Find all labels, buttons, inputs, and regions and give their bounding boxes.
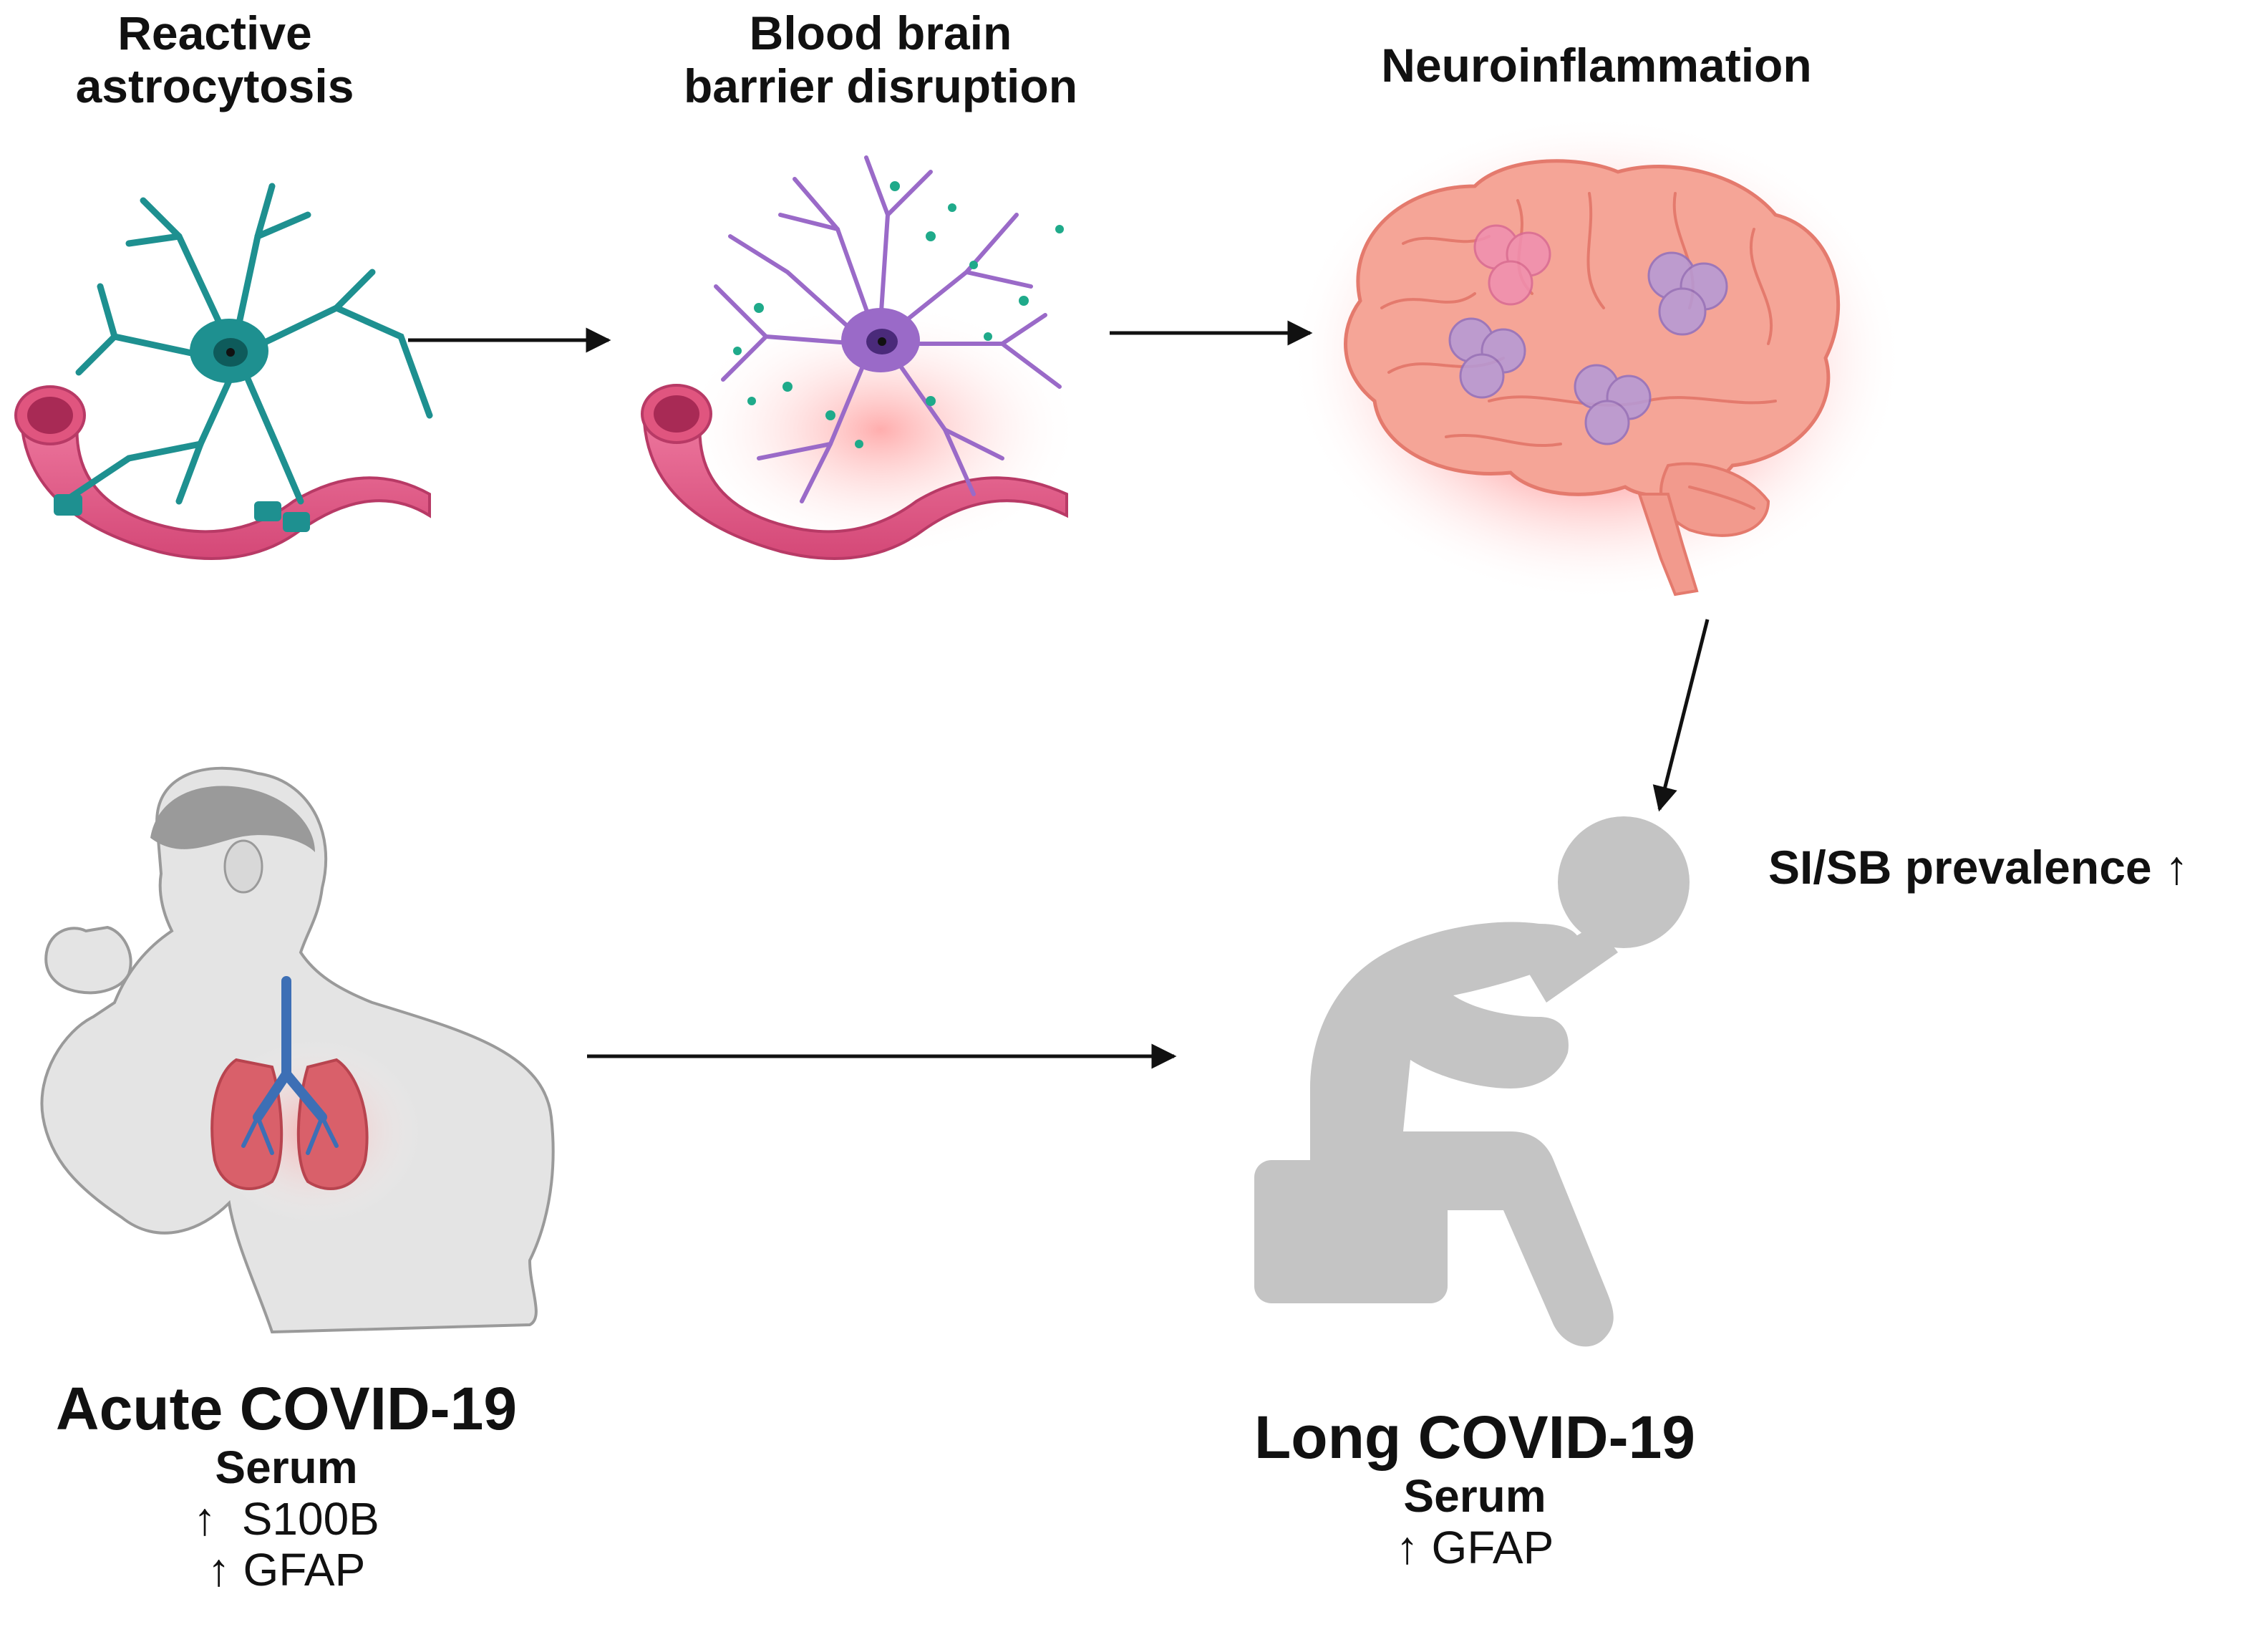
depressed-person-icon — [1254, 816, 1690, 1347]
arrow-neuroinflammation-to-long-covid — [1652, 619, 1710, 812]
long-serum-label: Serum — [1403, 1470, 1546, 1522]
acute-covid-title: Acute COVID-19 — [55, 1375, 518, 1442]
stage-label-astrocytosis: Reactive astrocytosis — [43, 6, 387, 113]
acute-serum-label: Serum — [215, 1442, 358, 1494]
marker-name: S100B — [241, 1492, 379, 1545]
long-covid-title: Long COVID-19 — [1254, 1404, 1695, 1471]
acute-covid-block: Acute COVID-19 Serum ↑ S100B ↑ GFAP — [14, 1375, 558, 1596]
astrocytosis-illustration — [14, 183, 433, 560]
neuroinflammation-illustration — [1289, 115, 1904, 602]
si-sb-prevalence-text: SI/SB prevalence ↑ — [1768, 841, 2189, 894]
marker-name: GFAP — [1431, 1521, 1554, 1573]
stage-label-line: Neuroinflammation — [1381, 39, 1812, 92]
stool — [1254, 1160, 1448, 1303]
stage-label-line: Blood brain — [749, 6, 1012, 59]
arrows — [408, 320, 1710, 1069]
up-arrow-icon: ↑ — [193, 1492, 217, 1545]
up-arrow-icon: ↑ — [207, 1544, 231, 1596]
brain-icon — [1344, 159, 1841, 597]
stage-label-line: astrocytosis — [75, 59, 354, 112]
stage-label-bbb: Blood brain barrier disruption — [630, 6, 1131, 113]
acute-marker-s100b: ↑ S100B — [14, 1492, 558, 1545]
bbb-disruption-illustration — [641, 155, 1081, 560]
astrocyte-icon — [714, 155, 1062, 503]
acute-marker-gfap: ↑ GFAP — [14, 1545, 558, 1596]
immune-cell-icon — [1448, 224, 1728, 445]
stage-label-neuroinflammation: Neuroinflammation — [1332, 39, 1861, 92]
stage-label-line: barrier disruption — [683, 59, 1078, 112]
astrocyte-icon — [61, 183, 433, 505]
si-sb-prevalence-label: SI/SB prevalence ↑ — [1768, 841, 2262, 894]
blood-vessel-icon — [641, 384, 1068, 560]
particles — [733, 181, 1064, 448]
long-covid-block: Long COVID-19 Serum ↑ GFAP — [1203, 1404, 1747, 1573]
stage-label-line: Reactive — [117, 6, 312, 59]
coughing-person-icon — [40, 766, 555, 1334]
long-marker-gfap: ↑ GFAP — [1203, 1522, 1747, 1574]
marker-name: GFAP — [243, 1544, 366, 1596]
up-arrow-icon: ↑ — [1395, 1521, 1419, 1573]
blood-vessel-icon — [14, 385, 431, 560]
lungs-icon — [210, 976, 369, 1190]
